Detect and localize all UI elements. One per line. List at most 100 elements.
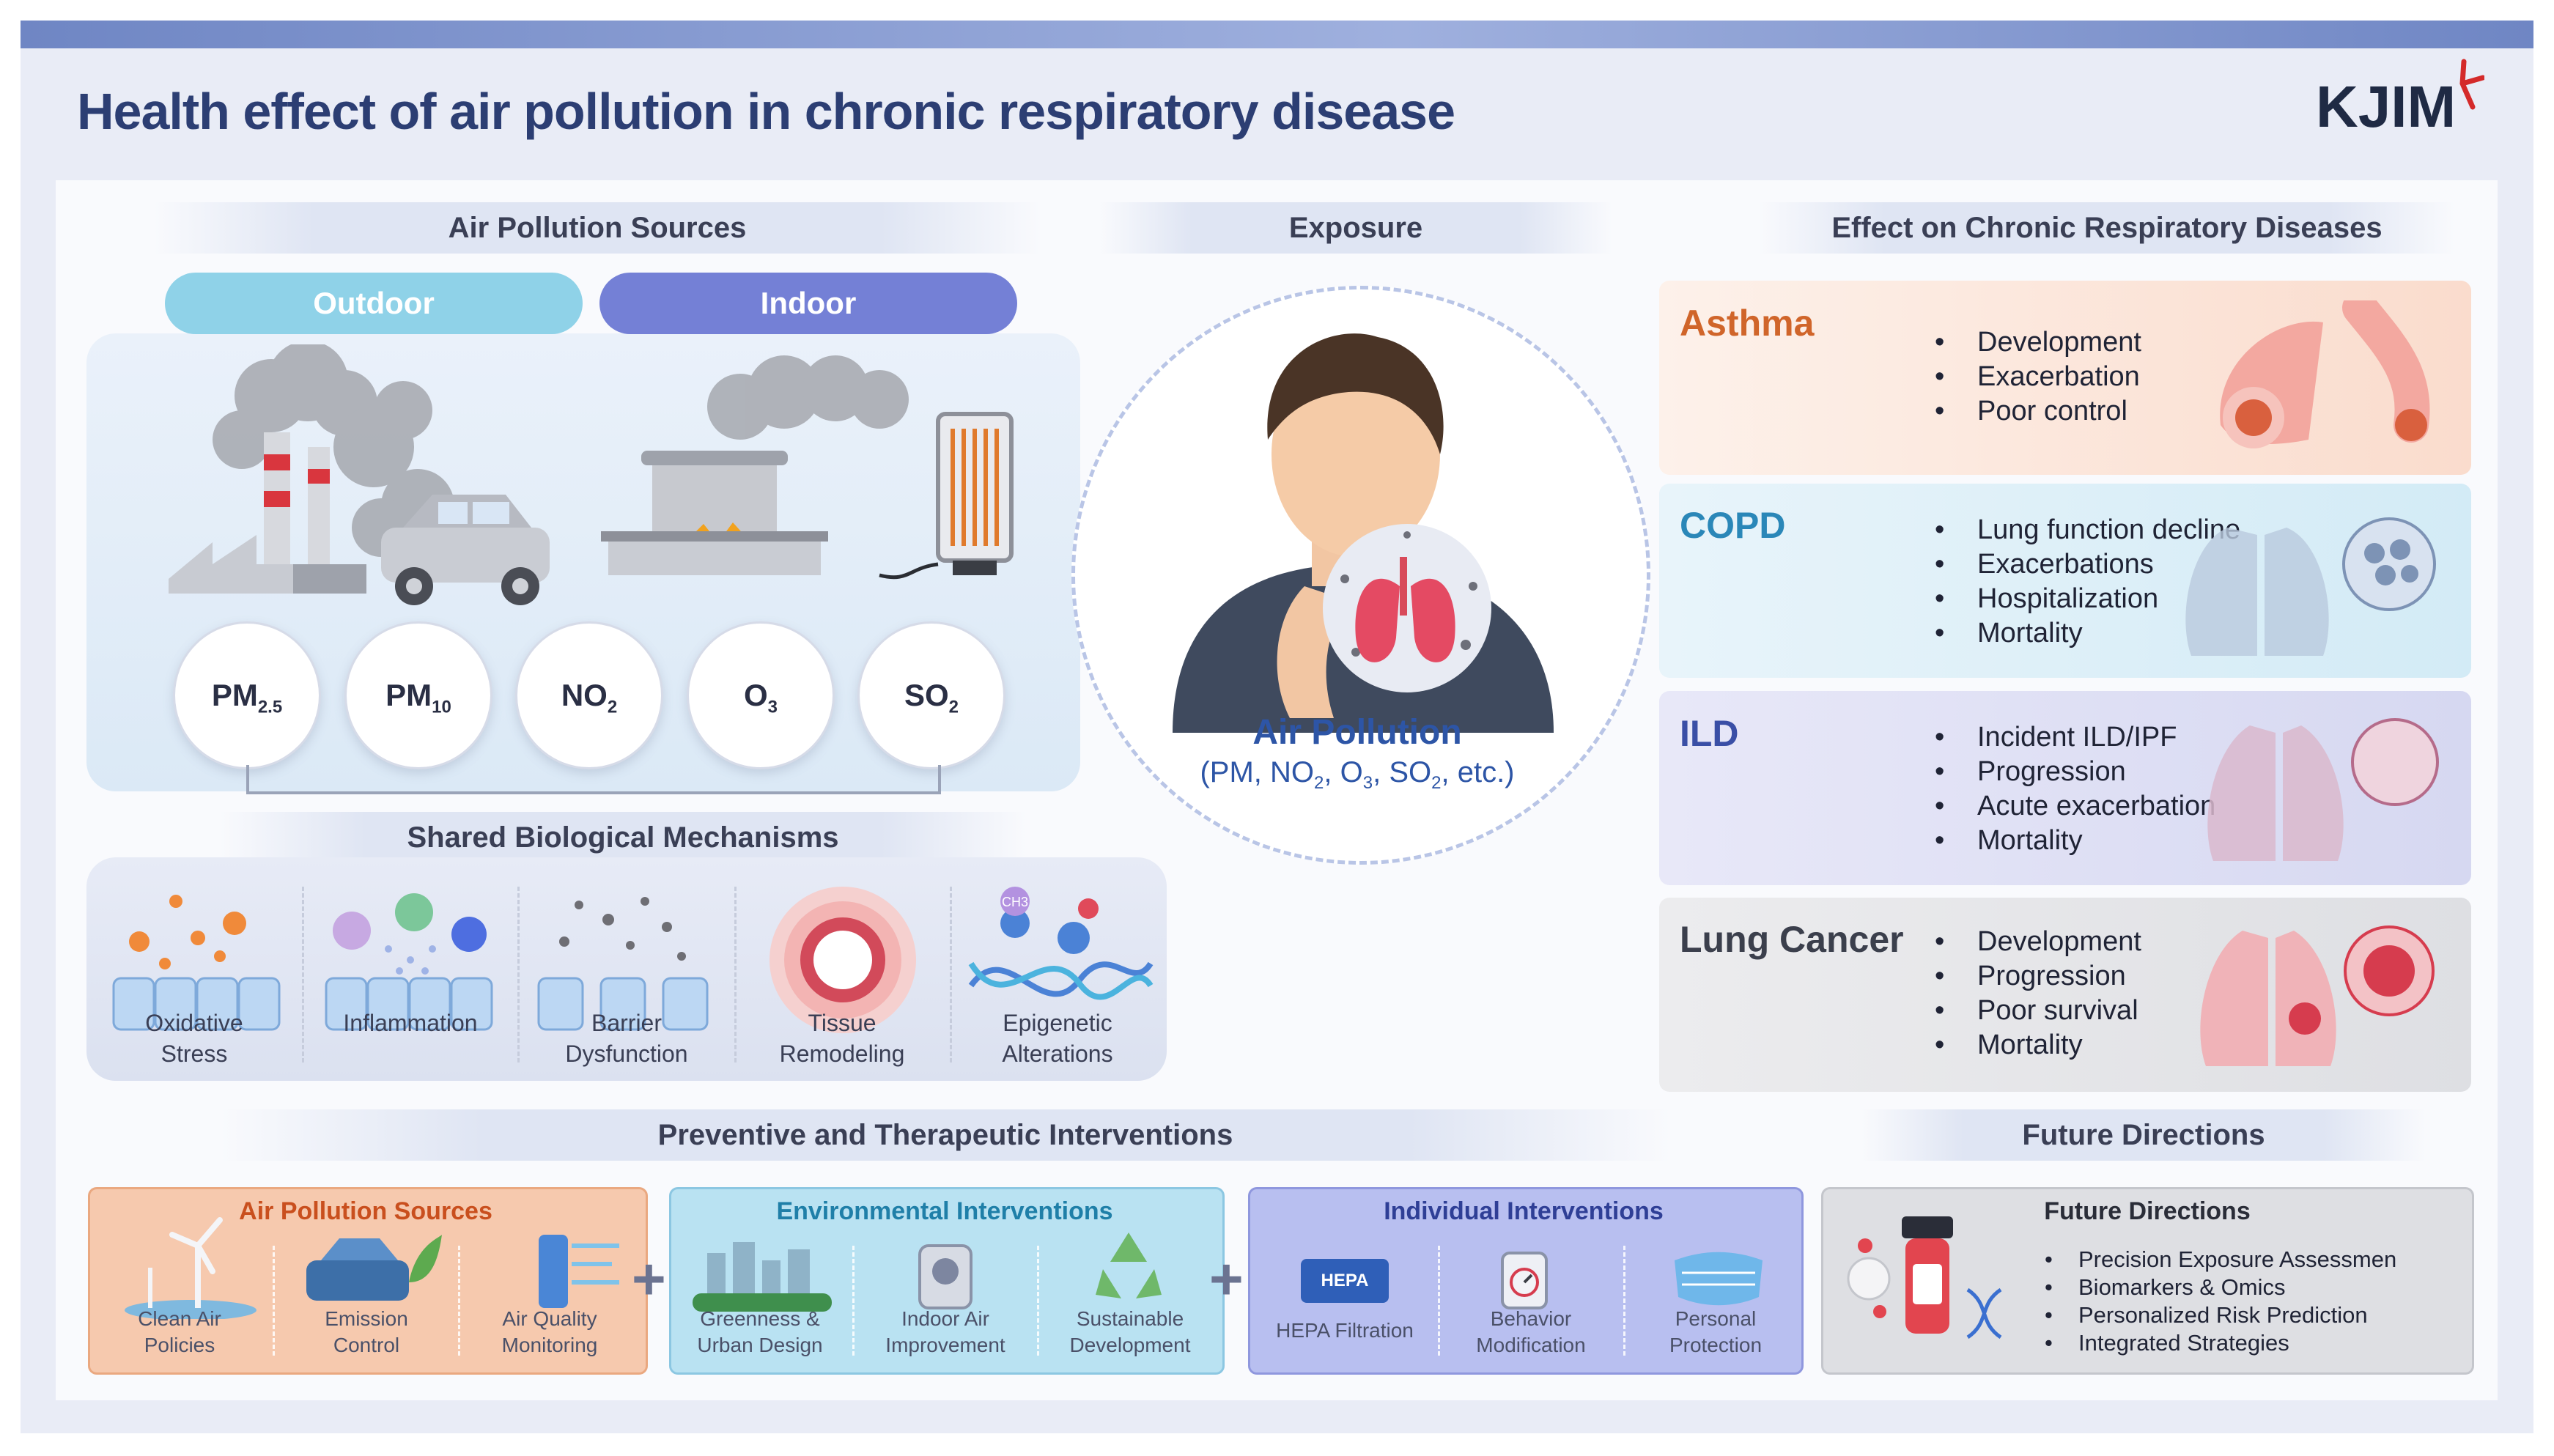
exposure-heading: Exposure — [1099, 202, 1612, 254]
inflammation-icon — [325, 893, 493, 1031]
disease-name-lung-cancer: Lung Cancer — [1680, 919, 1904, 960]
list-item: Mortality — [1935, 824, 2215, 858]
list-item: Personalized Risk Prediction — [2045, 1301, 2396, 1329]
air-purifier-icon — [918, 1244, 972, 1309]
plus-sign: + — [1209, 1246, 1244, 1312]
intervention-divider — [852, 1246, 855, 1356]
effects-heading: Effect on Chronic Respiratory Diseases — [1759, 202, 2455, 254]
wind-turbine-icon — [125, 1217, 256, 1319]
barrier-dysfunction-icon — [537, 897, 709, 1031]
list-item: Progression — [1935, 959, 2141, 994]
list-item: Poor control — [1935, 394, 2141, 429]
list-item: Incident ILD/IPF — [1935, 720, 2215, 755]
logo-spark-icon — [2459, 59, 2484, 110]
page-title: Health effect of air pollution in chroni… — [77, 83, 1455, 140]
pollutant-no2: NO2 — [515, 621, 663, 769]
intervention-divider — [1438, 1246, 1440, 1356]
pollutant-connector — [246, 765, 941, 794]
pollutant-o3: O3 — [687, 621, 835, 769]
recycle-icon — [1096, 1233, 1162, 1298]
vial-dna-icon — [1847, 1216, 2002, 1339]
list-item: Integrated Strategies — [2045, 1329, 2396, 1357]
sources-heading: Air Pollution Sources — [154, 202, 1041, 254]
tissue-remodeling-icon — [769, 887, 916, 1033]
lung-cancer-effects-list: Development Progression Poor survival Mo… — [1935, 925, 2141, 1063]
intervention-title-individual: Individual Interventions — [1384, 1197, 1664, 1225]
interventions-heading: Preventive and Therapeutic Interventions — [220, 1109, 1671, 1161]
list-item: Biomarkers & Omics — [2045, 1274, 2396, 1301]
coughing-person-illustration — [1173, 333, 1554, 733]
intervention-divider — [1623, 1246, 1625, 1356]
intervention-hepa: HEPA Filtration — [1276, 1319, 1414, 1342]
intervention-divider — [458, 1246, 460, 1356]
list-item: Development — [1935, 925, 2141, 959]
copd-lung-icon — [2185, 517, 2436, 656]
asthma-effects-list: Development Exacerbation Poor control — [1935, 325, 2141, 429]
mechanism-divider — [734, 887, 737, 1063]
factory-car-illustration — [169, 344, 550, 605]
hepa-filter-icon: HEPA — [1301, 1259, 1389, 1303]
intervention-divider — [273, 1246, 275, 1356]
hepa-label: HEPA — [1321, 1271, 1369, 1290]
list-item: Hospitalization — [1935, 582, 2240, 616]
future-heading: Future Directions — [1861, 1109, 2426, 1161]
emission-control-icon — [306, 1235, 442, 1301]
exposure-subtitle: (PM, NO2, O3, SO2, etc.) — [1200, 756, 1515, 793]
intervention-divider — [1037, 1246, 1039, 1356]
ild-effects-list: Incident ILD/IPF Progression Acute exace… — [1935, 720, 2215, 858]
future-directions-list: Precision Exposure Assessmen Biomarkers … — [2045, 1246, 2396, 1357]
mechanism-divider — [302, 887, 304, 1063]
oxidative-stress-icon — [112, 895, 281, 1031]
list-item: Progression — [1935, 755, 2215, 789]
future-box-title: Future Directions — [2044, 1197, 2251, 1225]
mechanism-inflammation: Inflammation — [343, 1010, 478, 1036]
intervention-greenness: Greenness &Urban Design — [697, 1307, 823, 1356]
ild-lung-icon — [2207, 718, 2439, 861]
mechanism-divider — [950, 887, 952, 1063]
top-banner — [21, 21, 2533, 48]
face-mask-icon — [1675, 1252, 1763, 1306]
behavior-gauge-icon — [1501, 1252, 1548, 1309]
stove-heater-illustration — [601, 355, 1014, 580]
list-item: Mortality — [1935, 1028, 2141, 1063]
intervention-title-environmental: Environmental Interventions — [776, 1197, 1113, 1225]
methyl-label: CH3 — [1002, 895, 1028, 909]
kjim-logo: KJIM — [2316, 74, 2457, 139]
list-item: Lung function decline — [1935, 513, 2240, 547]
indoor-pill: Indoor — [599, 273, 1017, 334]
list-item: Acute exacerbation — [1935, 789, 2215, 824]
city-greenness-icon — [693, 1242, 832, 1312]
lung-cancer-icon — [2200, 925, 2435, 1066]
list-item: Poor survival — [1935, 994, 2141, 1028]
epigenetic-dna-icon: CH3 — [968, 887, 1154, 1000]
pollutant-so2: SO2 — [857, 621, 1005, 769]
mechanisms-heading: Shared Biological Mechanisms — [220, 812, 1026, 863]
list-item: Exacerbation — [1935, 360, 2141, 394]
list-item: Development — [1935, 325, 2141, 360]
outdoor-pill: Outdoor — [165, 273, 583, 334]
list-item: Precision Exposure Assessmen — [2045, 1246, 2396, 1274]
air-quality-monitor-icon — [539, 1235, 619, 1308]
disease-name-asthma: Asthma — [1680, 303, 1815, 344]
pollutant-pm10: PM10 — [344, 621, 492, 769]
plus-sign: + — [632, 1246, 666, 1312]
list-item: Mortality — [1935, 616, 2240, 651]
disease-name-ild: ILD — [1680, 713, 1739, 754]
airway-icon — [2220, 300, 2430, 448]
intervention-title-sources: Air Pollution Sources — [239, 1197, 492, 1225]
exposure-title: Air Pollution — [1252, 713, 1462, 752]
copd-effects-list: Lung function decline Exacerbations Hosp… — [1935, 513, 2240, 651]
disease-name-copd: COPD — [1680, 505, 1786, 546]
list-item: Exacerbations — [1935, 547, 2240, 582]
